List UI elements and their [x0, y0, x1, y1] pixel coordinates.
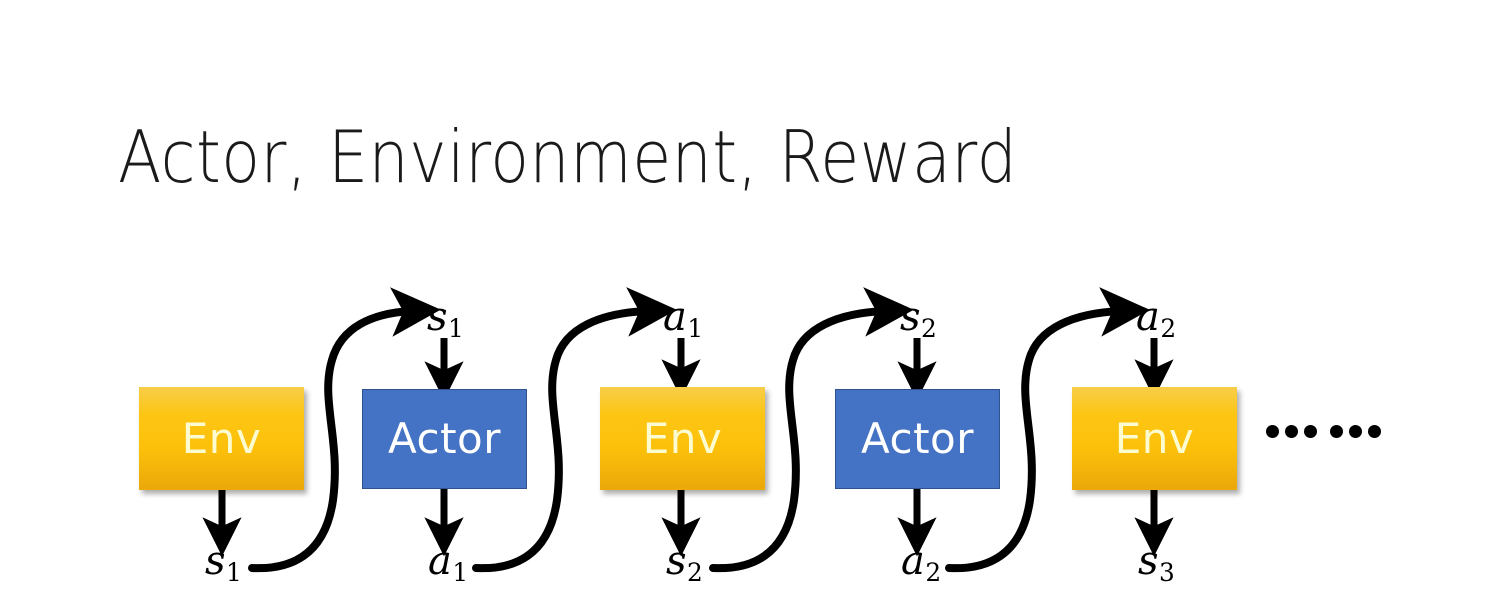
- state-label-s2-top-sub: 2: [921, 313, 937, 343]
- env-box-1-label: Env: [181, 413, 262, 463]
- ellipsis-indicator: [1266, 425, 1381, 438]
- ellipsis-dot: [1349, 425, 1362, 438]
- ellipsis-dot: [1330, 425, 1343, 438]
- ellipsis-dot: [1368, 425, 1381, 438]
- state-label-s1-top: s1: [427, 294, 464, 341]
- state-label-s1-bottom-base: s: [205, 538, 226, 584]
- page-title: Actor, Environment, Reward: [118, 115, 1018, 199]
- actor-box-2-label: Actor: [860, 414, 975, 463]
- action-label-a1-top-base: a: [663, 294, 687, 340]
- state-label-s3-bottom-base: s: [1138, 538, 1159, 584]
- env-box-1[interactable]: Env: [139, 387, 304, 490]
- state-label-s1-bottom: s1: [205, 538, 242, 585]
- action-label-a2-bottom-base: a: [901, 538, 925, 584]
- action-label-a1-top-sub: 1: [687, 313, 704, 343]
- action-label-a1-bottom-base: a: [428, 538, 452, 584]
- action-label-a2-top-sub: 2: [1160, 313, 1177, 343]
- action-label-a1-top: a1: [663, 294, 703, 341]
- action-label-a2-bottom-sub: 2: [925, 557, 942, 587]
- action-label-a2-top-base: a: [1136, 294, 1160, 340]
- state-label-s2-top-base: s: [900, 294, 921, 340]
- env-box-2-label: Env: [642, 413, 723, 463]
- state-label-s1-bottom-sub: 1: [226, 557, 242, 587]
- ellipsis-dot: [1266, 425, 1279, 438]
- action-label-a1-bottom-sub: 1: [452, 557, 469, 587]
- state-label-s2-top: s2: [900, 294, 937, 341]
- state-label-s3-bottom-sub: 3: [1159, 557, 1175, 587]
- state-label-s2-bottom-base: s: [666, 538, 687, 584]
- env-box-2[interactable]: Env: [600, 387, 765, 490]
- state-label-s2-bottom: s2: [666, 538, 703, 585]
- state-label-s3-bottom: s3: [1138, 538, 1175, 585]
- env-box-3[interactable]: Env: [1072, 387, 1237, 490]
- state-label-s1-top-base: s: [427, 294, 448, 340]
- env-box-3-label: Env: [1114, 413, 1195, 463]
- ellipsis-dot: [1304, 425, 1317, 438]
- action-label-a1-bottom: a1: [428, 538, 468, 585]
- actor-box-1[interactable]: Actor: [362, 389, 527, 489]
- state-label-s2-bottom-sub: 2: [687, 557, 703, 587]
- actor-box-1-label: Actor: [387, 414, 502, 463]
- state-label-s1-top-sub: 1: [448, 313, 464, 343]
- actor-box-2[interactable]: Actor: [835, 389, 1000, 489]
- action-label-a2-top: a2: [1136, 294, 1176, 341]
- action-label-a2-bottom: a2: [901, 538, 941, 585]
- ellipsis-dot: [1285, 425, 1298, 438]
